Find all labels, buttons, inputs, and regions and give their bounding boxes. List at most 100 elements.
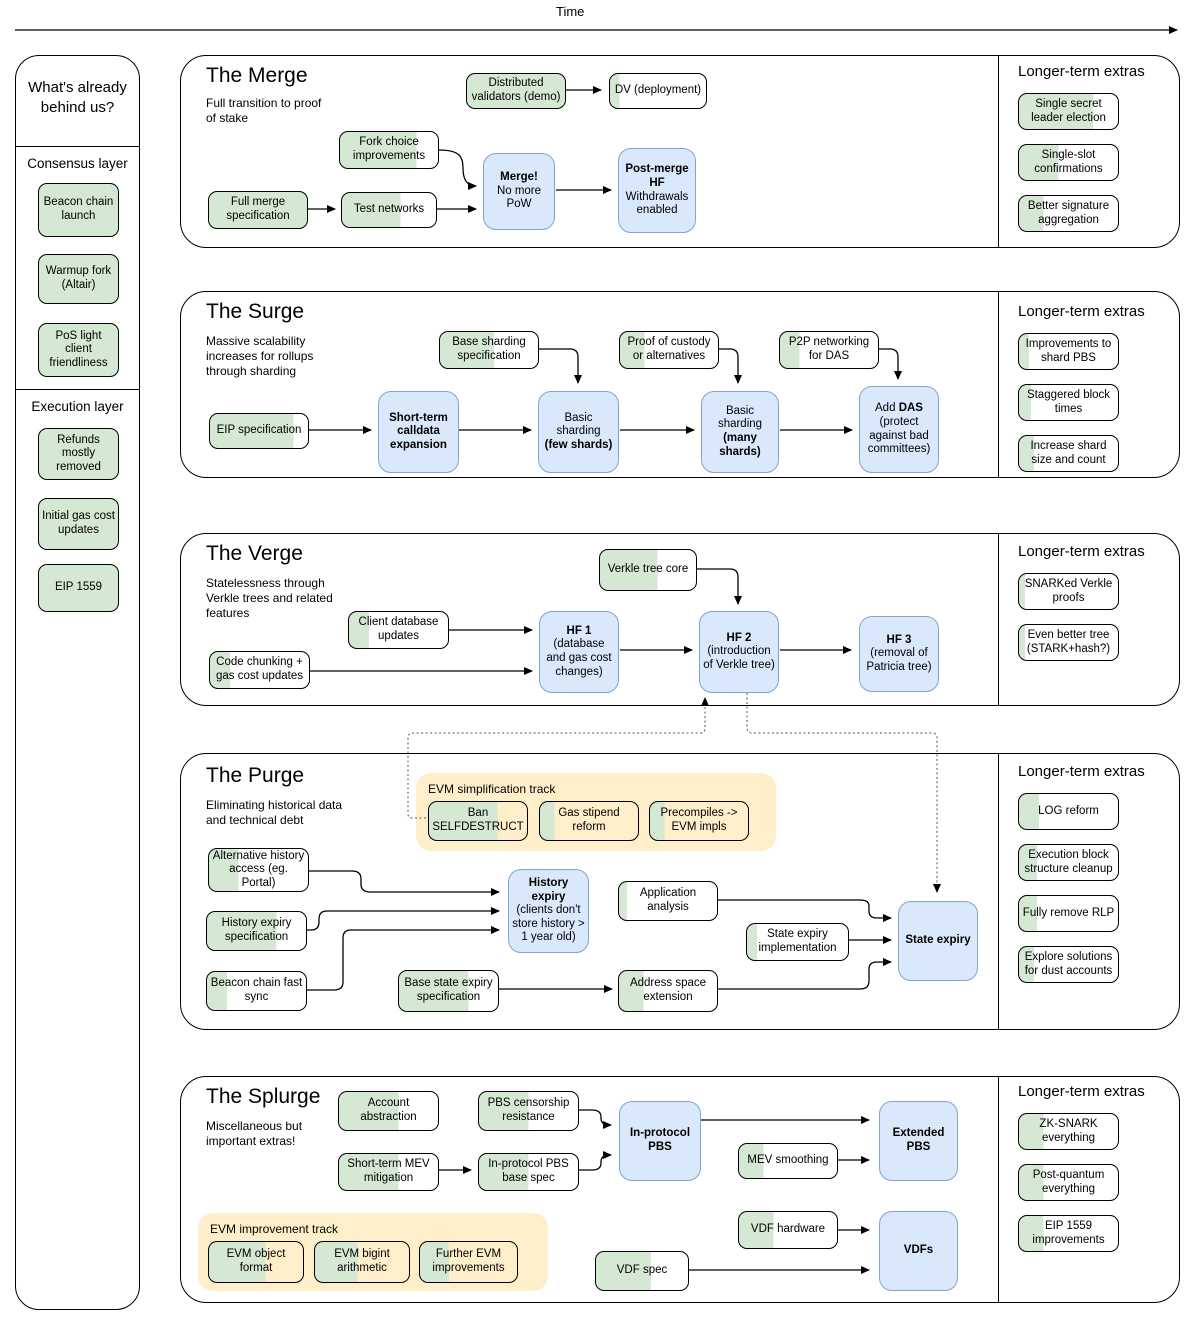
extras-column: Longer-term extras ZK-SNARK everything P… bbox=[1018, 1083, 1178, 1266]
extra-log-reform: LOG reform bbox=[1018, 793, 1119, 830]
extra-zk-snark-everything: ZK-SNARK everything bbox=[1018, 1113, 1119, 1150]
node-eip-1559: EIP 1559 bbox=[38, 564, 119, 612]
extra-post-quantum-everything: Post-quantum everything bbox=[1018, 1164, 1119, 1201]
node-ban-selfdestruct: Ban SELFDESTRUCT bbox=[428, 801, 528, 841]
extra-fully-remove-rlp: Fully remove RLP bbox=[1018, 895, 1119, 932]
extras-column: Longer-term extras LOG reform Execution … bbox=[1018, 763, 1178, 997]
divider bbox=[998, 1077, 999, 1302]
node-address-space-extension: Address space extension bbox=[618, 970, 718, 1012]
extras-title: Longer-term extras bbox=[1018, 1083, 1145, 1100]
time-axis-label: Time bbox=[556, 4, 585, 19]
extras-title: Longer-term extras bbox=[1018, 303, 1145, 320]
section-title: The Surge bbox=[206, 300, 305, 323]
node-evm-bigint-arithmetic: EVM bigint arithmetic bbox=[314, 1241, 410, 1283]
section-the-purge: The Purge Eliminating historical data an… bbox=[180, 753, 1180, 1030]
extras-column: Longer-term extras SNARKed Verkle proofs… bbox=[1018, 543, 1178, 675]
section-the-verge: The Verge Statelessness through Verkle t… bbox=[180, 533, 1180, 706]
node-extended-pbs: Extended PBS bbox=[879, 1101, 958, 1181]
node-beacon-chain-fast-sync: Beacon chain fast sync bbox=[206, 971, 307, 1011]
extras-title: Longer-term extras bbox=[1018, 763, 1145, 780]
node-evm-object-format: EVM object format bbox=[208, 1241, 304, 1283]
node-hf3: HF 3(removal of Patricia tree) bbox=[859, 616, 939, 692]
node-pos-light-client-friendliness: PoS light client friendliness bbox=[38, 323, 119, 377]
extras-column: Longer-term extras Single secret leader … bbox=[1018, 63, 1178, 246]
node-dv-deployment: DV (deployment) bbox=[609, 73, 707, 109]
track-evm-simplification: EVM simplification track Ban SELFDESTRUC… bbox=[416, 773, 776, 851]
node-code-chunking-gas-cost-updates: Code chunking + gas cost updates bbox=[209, 651, 310, 689]
divider bbox=[16, 389, 139, 390]
node-short-term-mev-mitigation: Short-term MEV mitigation bbox=[338, 1153, 439, 1191]
node-initial-gas-cost-updates: Initial gas cost updates bbox=[38, 498, 119, 550]
extras-title: Longer-term extras bbox=[1018, 63, 1145, 80]
node-beacon-chain-launch: Beacon chain launch bbox=[38, 183, 119, 237]
node-test-networks: Test networks bbox=[341, 192, 437, 228]
section-title: The Verge bbox=[206, 542, 303, 565]
extras-column: Longer-term extras Improvements to shard… bbox=[1018, 303, 1178, 486]
track-title: EVM simplification track bbox=[428, 782, 556, 796]
node-state-expiry: State expiry bbox=[898, 901, 978, 981]
track-evm-improvement: EVM improvement track EVM object format … bbox=[198, 1213, 548, 1291]
node-in-protocol-pbs: In-protocol PBS bbox=[619, 1101, 701, 1181]
node-further-evm-improvements: Further EVM improvements bbox=[419, 1241, 518, 1283]
node-precompiles-to-evm-impls: Precompiles -> EVM impls bbox=[649, 801, 749, 841]
extra-eip-1559-improvements: EIP 1559 improvements bbox=[1018, 1215, 1119, 1252]
node-verkle-tree-core: Verkle tree core bbox=[599, 549, 697, 591]
node-gas-stipend-reform: Gas stipend reform bbox=[539, 801, 639, 841]
node-vdf-hardware: VDF hardware bbox=[738, 1211, 838, 1249]
divider bbox=[998, 292, 999, 477]
node-warmup-fork-altair: Warmup fork (Altair) bbox=[38, 254, 119, 304]
node-mev-smoothing: MEV smoothing bbox=[738, 1143, 838, 1179]
node-state-expiry-implementation: State expiry implementation bbox=[746, 923, 849, 961]
node-vdf-spec: VDF spec bbox=[595, 1251, 689, 1291]
track-title: EVM improvement track bbox=[210, 1222, 339, 1236]
node-eip-specification: EIP specification bbox=[209, 413, 309, 449]
section-the-splurge: The Splurge Miscellaneous but important … bbox=[180, 1076, 1180, 1303]
sidebar-already-behind-us: What's already behind us? Consensus laye… bbox=[15, 55, 140, 1310]
node-hf1: HF 1(database and gas cost changes) bbox=[539, 611, 619, 693]
node-in-protocol-pbs-base-spec: In-protocol PBS base spec bbox=[478, 1153, 579, 1191]
node-account-abstraction: Account abstraction bbox=[338, 1091, 439, 1131]
section-description: Statelessness through Verkle trees and r… bbox=[206, 576, 333, 620]
node-client-database-updates: Client database updates bbox=[348, 611, 449, 649]
divider bbox=[16, 146, 139, 147]
extra-single-slot-confirmations: Single-slot confirmations bbox=[1018, 144, 1119, 181]
node-basic-sharding-many-shards: Basic sharding(many shards) bbox=[701, 391, 779, 473]
section-description: Eliminating historical data and technica… bbox=[206, 798, 343, 827]
node-refunds-mostly-removed: Refunds mostly removed bbox=[38, 428, 119, 480]
extra-snarked-verkle-proofs: SNARKed Verkle proofs bbox=[1018, 573, 1119, 610]
section-the-surge: The Surge Massive scalability increases … bbox=[180, 291, 1180, 478]
group-label-consensus-layer: Consensus layer bbox=[27, 156, 128, 171]
node-hf2: HF 2(introduction of Verkle tree) bbox=[699, 611, 779, 693]
node-base-state-expiry-specification: Base state expiry specification bbox=[398, 970, 499, 1012]
node-basic-sharding-few-shards: Basic sharding(few shards) bbox=[538, 391, 619, 473]
section-title: The Merge bbox=[206, 64, 308, 87]
extras-title: Longer-term extras bbox=[1018, 543, 1145, 560]
sidebar-title: What's already behind us? bbox=[28, 79, 127, 116]
extra-execution-block-structure-cleanup: Execution block structure cleanup bbox=[1018, 844, 1119, 881]
node-proof-of-custody: Proof of custody or alternatives bbox=[619, 331, 719, 369]
node-history-expiry: History expiry(clients don't store histo… bbox=[508, 869, 589, 953]
extra-increase-shard-size-and-count: Increase shard size and count bbox=[1018, 435, 1119, 472]
divider bbox=[998, 754, 999, 1029]
node-distributed-validators-demo: Distributed validators (demo) bbox=[466, 73, 566, 109]
node-history-expiry-specification: History expiry specification bbox=[206, 911, 307, 951]
section-title: The Splurge bbox=[206, 1085, 321, 1108]
node-pbs-censorship-resistance: PBS censorship resistance bbox=[478, 1091, 579, 1131]
extra-better-signature-aggregation: Better signature aggregation bbox=[1018, 195, 1119, 232]
section-description: Full transition to proof of stake bbox=[206, 96, 322, 125]
section-title: The Purge bbox=[206, 764, 305, 787]
extra-staggered-block-times: Staggered block times bbox=[1018, 384, 1119, 421]
divider bbox=[998, 534, 999, 705]
extra-explore-solutions-for-dust-accounts: Explore solutions for dust accounts bbox=[1018, 946, 1119, 983]
extra-improvements-to-shard-pbs: Improvements to shard PBS bbox=[1018, 333, 1119, 370]
extra-even-better-tree: Even better tree (STARK+hash?) bbox=[1018, 624, 1119, 661]
node-vdfs: VDFs bbox=[879, 1211, 958, 1291]
node-alternative-history-access: Alternative history access (eg. Portal) bbox=[208, 848, 309, 892]
section-the-merge: The Merge Full transition to proof of st… bbox=[180, 55, 1180, 248]
node-short-term-calldata-expansion: Short-term calldata expansion bbox=[378, 391, 459, 473]
node-application-analysis: Application analysis bbox=[618, 881, 718, 921]
extra-single-secret-leader-election: Single secret leader election bbox=[1018, 93, 1119, 130]
node-base-sharding-specification: Base sharding specification bbox=[439, 331, 539, 369]
divider bbox=[998, 56, 999, 247]
